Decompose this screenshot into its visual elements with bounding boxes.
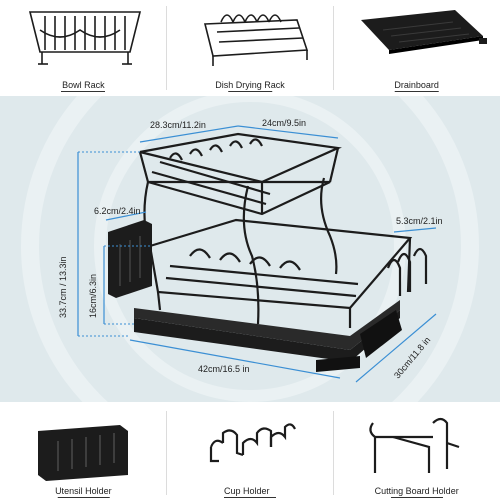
bowl-rack-label: Bowl Rack: [62, 80, 105, 90]
utensil-holder-image: [38, 425, 128, 481]
bottom-accessory-row: Utensil Holder Cup Holder Cutting Board …: [0, 403, 500, 500]
dish-drying-rack-image: [203, 14, 308, 66]
bottom-divider-1: [166, 411, 167, 495]
utensil-holder-panel: Utensil Holder: [0, 403, 167, 500]
main-product-panel: 28.3cm/11.2in 24cm/9.5in 33.7cm / 13.3in…: [0, 96, 500, 402]
cup-holder-image: [209, 423, 296, 463]
cup-holder-panel: Cup Holder: [167, 403, 334, 500]
dish-rack-product-image: [108, 132, 428, 372]
dimension-top-right-width: 24cm/9.5in: [262, 118, 307, 128]
cup-holder-label: Cup Holder: [224, 486, 276, 498]
top-accessory-row: Bowl Rack Dish Drying Rack Drainboard: [0, 0, 500, 95]
dimension-base-length: 42cm/16.5 in: [198, 364, 250, 374]
bowl-rack-panel: Bowl Rack: [0, 0, 167, 95]
drainboard-panel: Drainboard: [333, 0, 500, 95]
background-circles: [21, 96, 479, 402]
bottom-divider-2: [333, 411, 334, 495]
drainboard-label: Drainboard: [394, 80, 439, 90]
dimension-cup-holder-width: 5.3cm/2.1in: [396, 216, 443, 226]
dimension-lines: [77, 125, 437, 383]
drainboard-image: [361, 10, 488, 54]
bowl-rack-image: [28, 11, 142, 65]
dish-drying-rack-label: Dish Drying Rack: [215, 80, 285, 90]
dish-drying-rack-panel: Dish Drying Rack: [167, 0, 334, 95]
top-divider-2: [333, 6, 334, 90]
dimension-total-height: 33.7cm / 13.3in: [58, 256, 68, 318]
dimension-lower-height: 16cm/6.3in: [88, 273, 98, 318]
top-divider-1: [166, 6, 167, 90]
cutting-board-holder-label: Cutting Board Holder: [374, 486, 459, 496]
utensil-holder-label: Utensil Holder: [55, 486, 112, 496]
cutting-board-holder-panel: Cutting Board Holder: [333, 403, 500, 500]
dimension-top-left-width: 28.3cm/11.2in: [150, 120, 206, 130]
cutting-board-holder-image: [369, 417, 460, 473]
dimension-utensil-width: 6.2cm/2.4in: [94, 206, 141, 216]
